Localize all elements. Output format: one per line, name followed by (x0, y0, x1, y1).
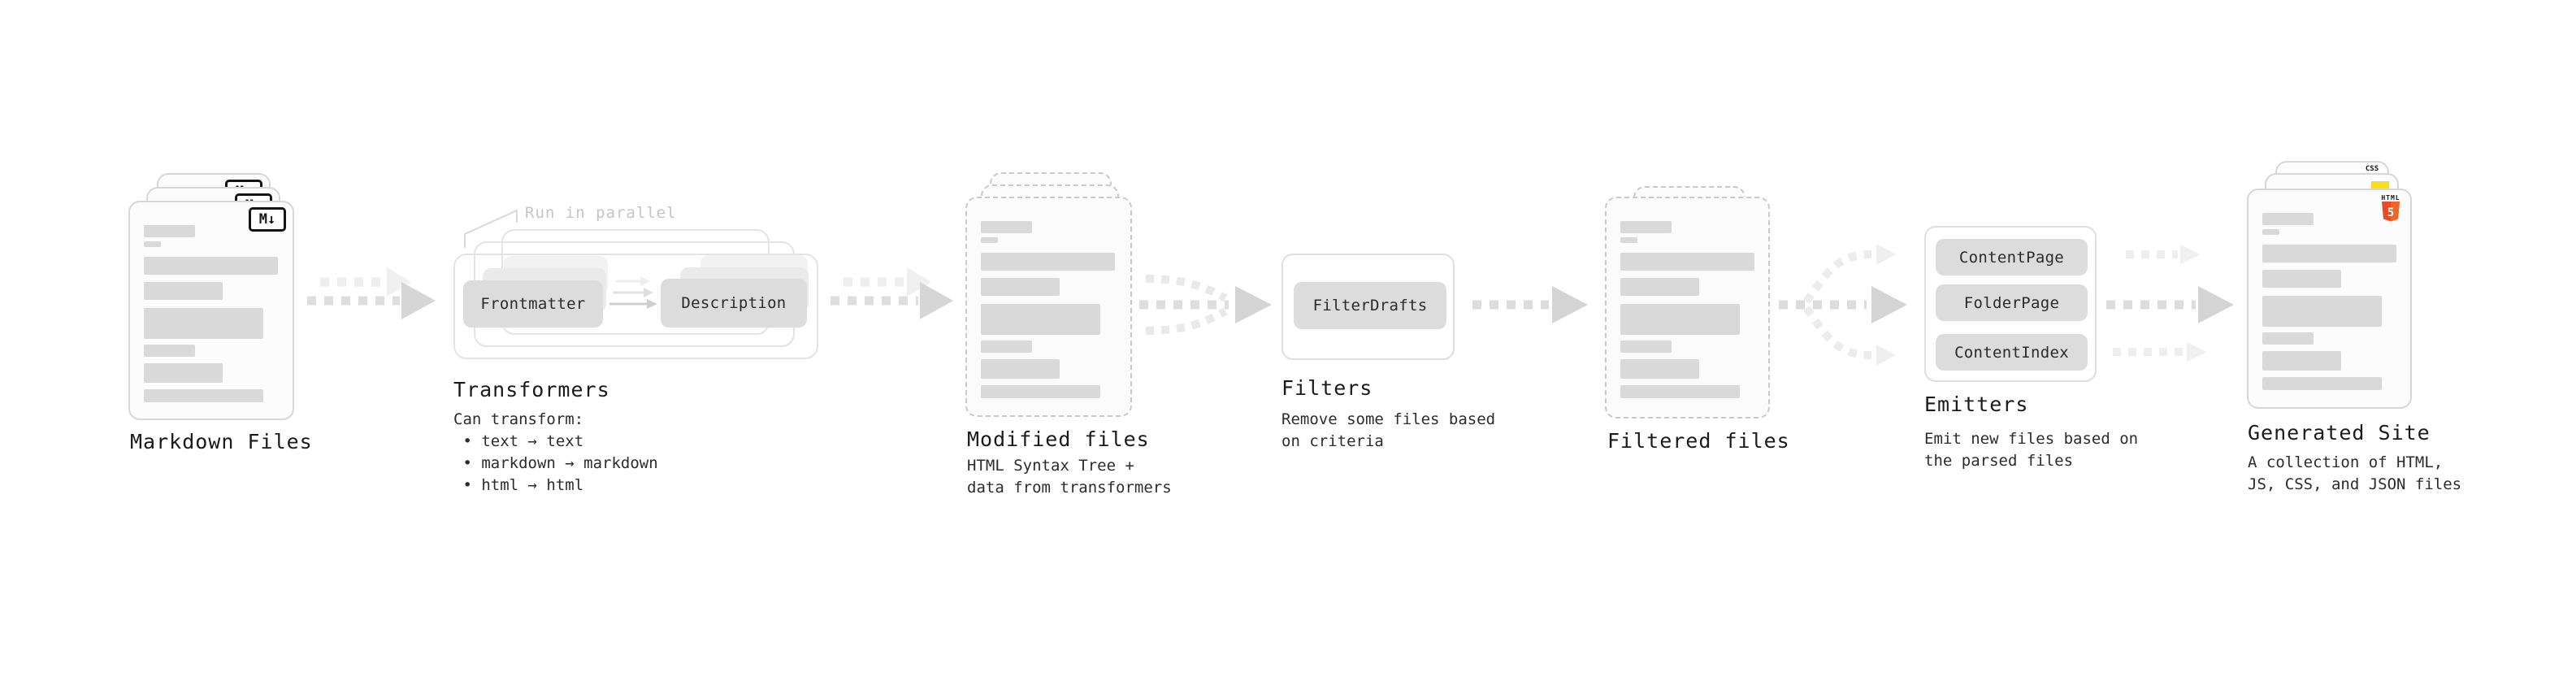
frontmatter-box-label: Frontmatter (480, 295, 586, 313)
emitter-folder-page-label: FolderPage (1963, 293, 2060, 312)
text-line (981, 340, 1032, 353)
text-line (1620, 385, 1740, 398)
description-box-label: Description (681, 294, 787, 312)
text-line (1620, 304, 1740, 335)
filtered-file-card-front (1605, 197, 1770, 419)
filters-label: Filters (1281, 376, 1373, 400)
text-line (2262, 296, 2382, 327)
modified-files-stack (965, 172, 1160, 420)
description-box: Description (661, 279, 807, 327)
text-line (144, 308, 263, 339)
emitters-caption: Emit new files based on the parsed files (1924, 430, 2139, 470)
text-line (981, 237, 998, 243)
text-line (1620, 221, 1672, 233)
emitter-content-index-label: ContentIndex (1954, 343, 2069, 362)
filtered-files-label: Filtered files (1607, 429, 1790, 453)
text-line (144, 241, 161, 247)
text-line (144, 282, 223, 300)
text-line (981, 278, 1060, 296)
filtered-files-stack (1605, 186, 1776, 422)
html5-icon-number: 5 (2387, 206, 2394, 219)
doc-skeleton-lines (1607, 198, 1768, 417)
text-line (981, 385, 1100, 398)
text-line (981, 359, 1060, 379)
emitter-content-page-label: ContentPage (1958, 248, 2065, 267)
text-line (144, 345, 195, 357)
arrow-modified-to-filters-merge (1139, 275, 1272, 335)
arrow-transformers-to-modified (830, 267, 953, 319)
run-in-parallel-connector (464, 209, 518, 248)
doc-skeleton-lines (967, 198, 1130, 415)
filters-panel: FilterDrafts (1281, 254, 1455, 360)
markdown-icon: M↓ (249, 207, 286, 232)
run-in-parallel-note: Run in parallel (525, 204, 677, 222)
generated-site-caption: A collection of HTML, JS, CSS, and JSON … (2248, 453, 2462, 493)
modified-file-card-front (965, 197, 1132, 417)
arrow-filtered-to-emitters-fanout (1779, 244, 1907, 366)
generated-site-label: Generated Site (2248, 421, 2431, 445)
text-line (2262, 332, 2314, 345)
emitter-folder-page-box: FolderPage (1936, 284, 2088, 321)
text-line (2262, 377, 2382, 390)
generated-site-stack: CSS HTML 5 (2247, 161, 2418, 409)
site-file-card-html: HTML 5 (2247, 189, 2412, 409)
text-line (2262, 245, 2396, 262)
text-line (981, 253, 1115, 271)
text-line (144, 363, 223, 383)
frontmatter-box: Frontmatter (463, 280, 603, 327)
doc-skeleton-lines (2249, 190, 2410, 407)
emitter-content-index-box: ContentIndex (1936, 334, 2088, 371)
html5-icon-label: HTML (2381, 194, 2400, 202)
filter-drafts-box-label: FilterDrafts (1312, 297, 1428, 314)
html5-shield: 5 (2382, 202, 2400, 222)
text-line (144, 225, 195, 237)
arrow-markdown-to-transformers (307, 267, 436, 319)
javascript-icon (2371, 181, 2389, 189)
text-line (1620, 253, 1754, 271)
filter-drafts-box: FilterDrafts (1294, 282, 1446, 329)
text-line (1620, 340, 1672, 353)
emitters-label: Emitters (1924, 393, 2029, 416)
text-line (981, 221, 1032, 233)
text-line (2262, 229, 2279, 235)
arrow-filters-to-filtered (1472, 286, 1588, 323)
text-line (1620, 278, 1699, 296)
filters-caption: Remove some files based on criteria (1281, 410, 1496, 450)
emitter-content-page-box: ContentPage (1936, 239, 2088, 275)
transformers-caption: Can transform: • text → text • markdown … (453, 410, 658, 494)
text-line (2262, 213, 2314, 225)
arrows-emitters-to-site (2106, 245, 2234, 362)
parallel-arrows-icon (609, 276, 657, 309)
transformers-label: Transformers (453, 378, 610, 401)
doc-skeleton-lines (130, 202, 293, 419)
modified-files-caption: HTML Syntax Tree + data from transformer… (967, 457, 1172, 497)
text-line (2262, 351, 2341, 371)
text-line (2262, 270, 2341, 288)
text-line (144, 257, 278, 275)
markdown-files-stack: M↓ M↓ M↓ (128, 173, 323, 420)
text-line (1620, 237, 1637, 243)
css-icon-label: CSS (2365, 165, 2379, 173)
html5-icon: HTML 5 (2381, 194, 2400, 227)
text-line (1620, 359, 1699, 379)
text-line (981, 304, 1100, 335)
markdown-files-label: Markdown Files (130, 430, 313, 453)
transformer-frame-front (453, 254, 818, 359)
markdown-file-card-front: M↓ (128, 201, 294, 420)
emitters-panel: ContentPage FolderPage ContentIndex (1924, 226, 2097, 382)
modified-files-label: Modified files (967, 427, 1150, 451)
text-line (144, 389, 263, 402)
